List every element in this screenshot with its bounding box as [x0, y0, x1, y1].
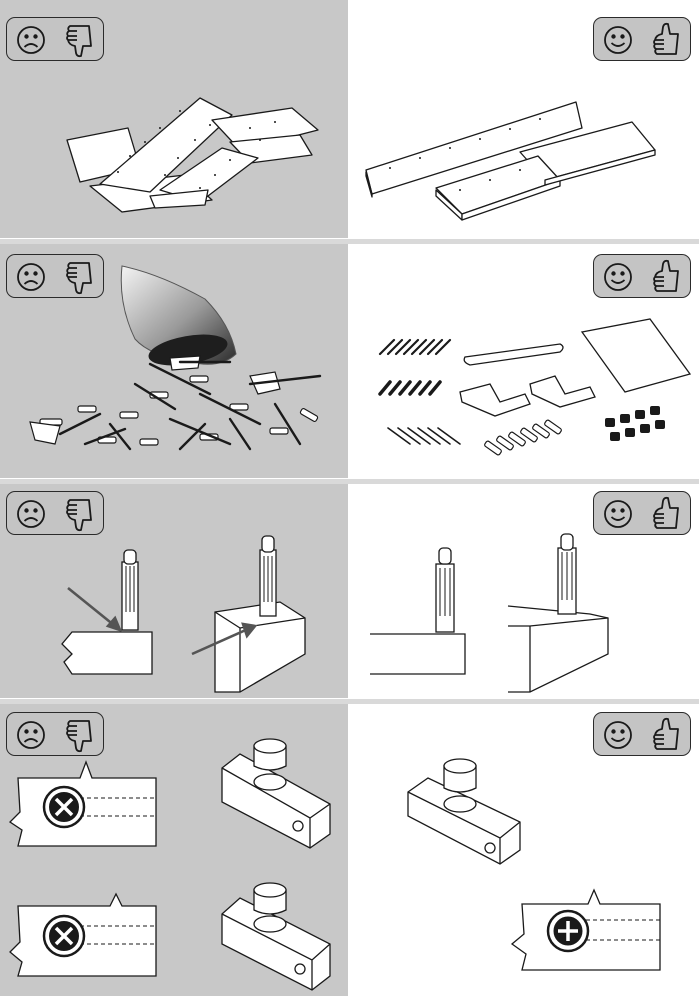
smiley-face-icon: [604, 721, 632, 749]
row-divider: [0, 479, 699, 484]
row-divider: [0, 239, 699, 244]
thumbs-down-icon: [66, 499, 92, 532]
thumbs-up-icon: [653, 496, 679, 529]
gap-arrow: [67, 586, 116, 628]
scattered-panels-illustration: [66, 97, 319, 213]
smiley-face-icon: [604, 26, 632, 54]
misaligned-cam-lock-illustration: [8, 738, 331, 991]
like-badge: [593, 254, 691, 298]
row2-bad-panel: [0, 244, 348, 478]
aligned-cam-lock-illustration: [407, 758, 661, 971]
row3-good-panel: [350, 484, 699, 698]
hinge-left: [459, 383, 531, 417]
smiley-face-icon: [604, 500, 632, 528]
row3-bad-panel: [0, 484, 348, 698]
sad-face-icon: [17, 263, 45, 291]
cam-lock-face: [42, 785, 86, 958]
sad-face-icon: [17, 500, 45, 528]
hinge-right: [529, 375, 596, 408]
smiley-face-icon: [604, 263, 632, 291]
screw-group-bottom: [387, 427, 461, 445]
cam-lock-grid: [605, 406, 665, 441]
board-angled: [214, 601, 306, 693]
dislike-badge: [6, 491, 104, 535]
sad-face-icon: [17, 721, 45, 749]
screw-group-middle: [378, 380, 442, 396]
screw-group-top: [378, 338, 452, 356]
stacked-panels-illustration: [365, 101, 656, 221]
small-parts-bag: [580, 318, 692, 393]
row-divider: [0, 699, 699, 704]
dislike-badge: [6, 712, 104, 756]
row1-bad-panel: [0, 0, 348, 238]
cam-lock-face-aligned: [546, 909, 590, 953]
board-flat: [61, 631, 153, 675]
board-aligned: [407, 777, 521, 865]
like-badge: [593, 491, 691, 535]
row4-bad-panel: [0, 704, 348, 996]
sad-face-icon: [17, 26, 45, 54]
thumbs-down-icon: [66, 262, 92, 295]
dislike-badge: [6, 17, 104, 61]
thumbs-down-icon: [66, 25, 92, 58]
sorted-hardware-illustration: [378, 318, 692, 456]
row4-good-panel: [350, 704, 699, 996]
gap-dowel-illustration: [61, 535, 306, 693]
thumbs-up-icon: [653, 22, 679, 55]
gap-arrow-2: [191, 627, 249, 656]
thumbs-down-icon: [66, 720, 92, 753]
spilled-hardware-bag-illustration: [29, 265, 322, 451]
dislike-badge: [6, 254, 104, 298]
dowel-row: [484, 419, 562, 456]
like-badge: [593, 712, 691, 756]
board-flat: [370, 633, 466, 675]
hanging-rail: [463, 343, 564, 366]
row2-good-panel: [350, 244, 699, 478]
thumbs-up-icon: [653, 717, 679, 750]
like-badge: [593, 17, 691, 61]
thumbs-up-icon: [653, 259, 679, 292]
flush-dowel-illustration: [370, 533, 609, 693]
row1-good-panel: [350, 0, 699, 238]
